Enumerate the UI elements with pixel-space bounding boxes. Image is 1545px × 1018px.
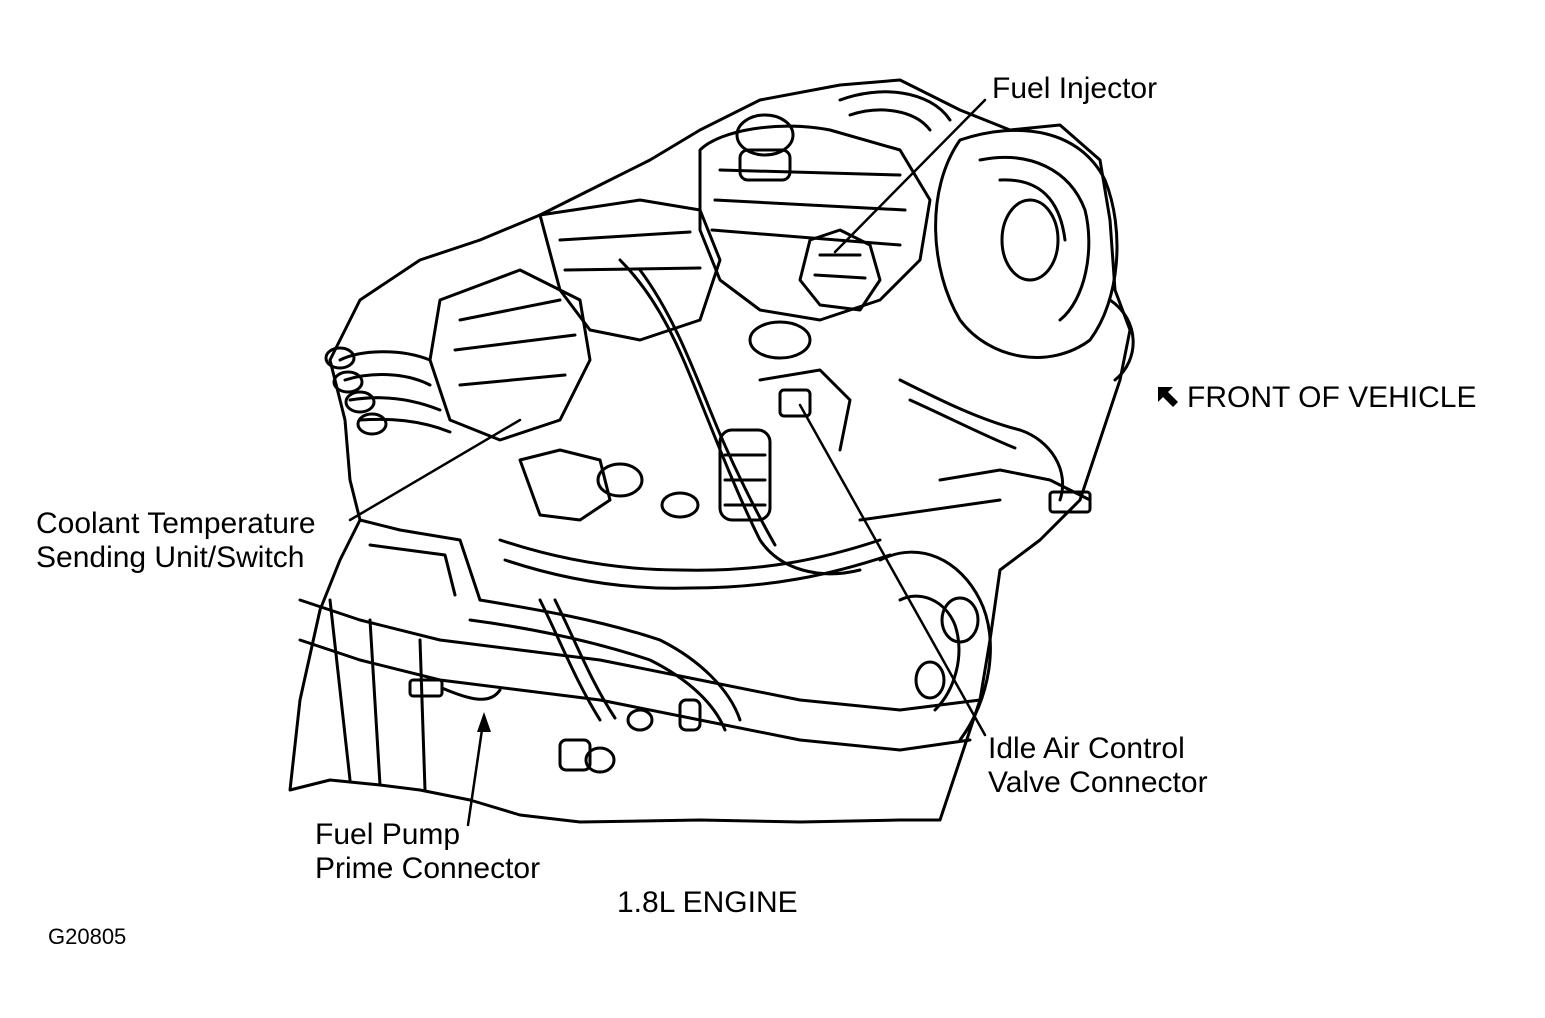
fuel-pump-leader (466, 714, 486, 827)
air-cleaner (934, 128, 1119, 359)
iac-valve (778, 388, 812, 418)
figure-id: G20805 (48, 924, 127, 949)
coolant-sensor-label-line2: Sending Unit/Switch (36, 541, 305, 574)
front-of-vehicle-text: FRONT OF VEHICLE (1187, 381, 1477, 414)
coolant-sensor-leader (348, 418, 522, 522)
front-of-vehicle-indicator: FRONT OF VEHICLE (1155, 381, 1476, 415)
fuel-filter (718, 428, 772, 522)
wiring-harness (618, 258, 862, 576)
valve-cover (538, 198, 722, 342)
diagram-caption: 1.8L ENGINE (617, 886, 798, 919)
iac-leader (798, 403, 987, 737)
fuel-pump-label-line1: Fuel Pump (315, 818, 461, 851)
transaxle (878, 550, 992, 742)
engine-outline (288, 78, 1132, 824)
arrow-up-left-icon (1158, 387, 1178, 407)
fuel-pump-connector (408, 678, 444, 698)
coolant-sensor-label-line1: Coolant Temperature (36, 507, 316, 540)
fuel-injector-body (798, 228, 882, 312)
iac-label-line2: Valve Connector (988, 766, 1208, 799)
crossmember (298, 598, 982, 712)
intake-manifold (698, 124, 932, 322)
fuel-injector-label: Fuel Injector (992, 72, 1158, 105)
fuel-injector-leader (833, 98, 987, 254)
fuel-pump-label-line2: Prime Connector (315, 852, 541, 885)
fuel-pump-arrowhead (477, 712, 491, 732)
spark-plug-wires (338, 350, 452, 434)
iac-label-line1: Idle Air Control (988, 732, 1185, 765)
